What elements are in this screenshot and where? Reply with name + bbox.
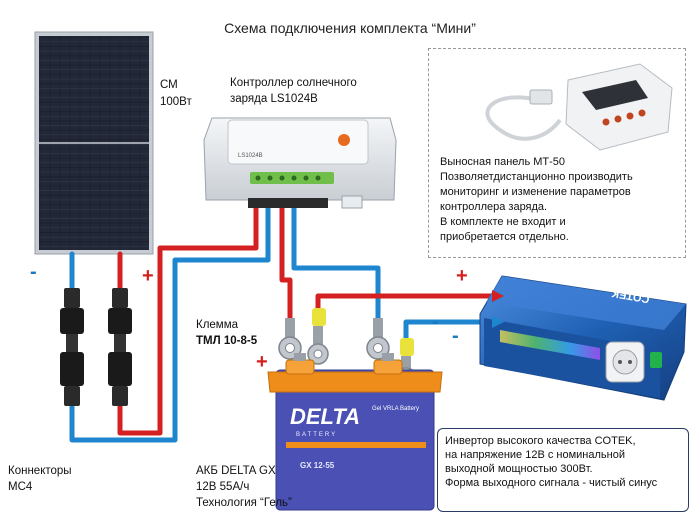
connectors-label-line1: Коннекторы (8, 465, 72, 477)
plus-sign-panel: + (142, 265, 154, 287)
controller-model-text: LS1024B (238, 153, 263, 159)
remote-panel-mt50 (485, 63, 673, 151)
diagram-title: Схема подключения комплекта “Мини” (224, 20, 476, 36)
connectors-label-line2: МС4 (8, 481, 33, 493)
inverter-line: Инвертор высокого качества COTEK, (445, 435, 636, 447)
minus-sign-inverter: - (452, 325, 459, 347)
remote-line: Позволяетдистанционно производить (440, 171, 633, 183)
solar-panel (34, 31, 154, 255)
inverter-line: Форма выходного сигнала - чистый синус (445, 477, 658, 489)
mc4-connectors (60, 288, 132, 406)
mc4-negative-lower-wire (69, 202, 271, 443)
controller-label-line2: заряда LS1024B (230, 93, 318, 105)
inverter-negative-wire (403, 319, 495, 358)
inverter-description: Инвертор высокого качества COTEK, на нап… (437, 428, 689, 512)
minus-sign-panel: - (30, 261, 37, 283)
remote-panel-frame (428, 48, 686, 258)
controller-battery-negative-wire (291, 202, 381, 328)
battery-label-line1: АКБ DELTA GX (196, 465, 276, 477)
remote-line: приобретается отдельно. (440, 231, 569, 243)
battery-delta-gx: DELTA BATTERY Gel VRLA Battery GX 12-55 (267, 353, 443, 511)
remote-line: мониторинг и изменение параметров (440, 186, 631, 198)
inverter-line: выходной мощностью 300Вт. (445, 463, 593, 475)
battery-label-line3: Технология “Гель” (196, 497, 292, 509)
battery-brand-text: DELTA (290, 404, 360, 429)
controller-battery-positive-wire (279, 202, 293, 328)
svg-text:GX 12-55: GX 12-55 (300, 461, 335, 470)
remote-line: контроллера заряда. (440, 201, 548, 213)
controller-label-line1: Контроллер солнечного (230, 77, 357, 89)
inverter-input-arrows (492, 290, 504, 328)
inverter-cotek: COTEK (479, 275, 687, 401)
battery-subbrand-text: BATTERY (296, 432, 337, 438)
remote-line: Выносная панель МТ-50 (440, 156, 566, 168)
panel-power-label: 100Вт (160, 96, 192, 108)
battery-type-text: Gel VRLA Battery (372, 406, 419, 412)
terminal-label-line2: ТМЛ 10-8-5 (196, 335, 258, 347)
mc4-positive-lower-wire (117, 202, 259, 436)
plus-sign-inverter: + (456, 265, 468, 287)
minus-sign-battery: - (432, 311, 439, 333)
terminal-label-line1: Клемма (196, 319, 239, 331)
battery-label-line2: 12В 55А/ч (196, 481, 250, 493)
panel-model-label: СМ (160, 79, 178, 91)
remote-line: В комплекте не входит и (440, 216, 566, 228)
remote-panel-description: Выносная панель МТ-50 Позволяетдистанцио… (440, 155, 633, 245)
plus-sign-battery: + (256, 351, 268, 373)
charge-controller: LS1024B (203, 117, 397, 209)
inverter-line: на напряжение 12В с номинальной (445, 449, 625, 461)
